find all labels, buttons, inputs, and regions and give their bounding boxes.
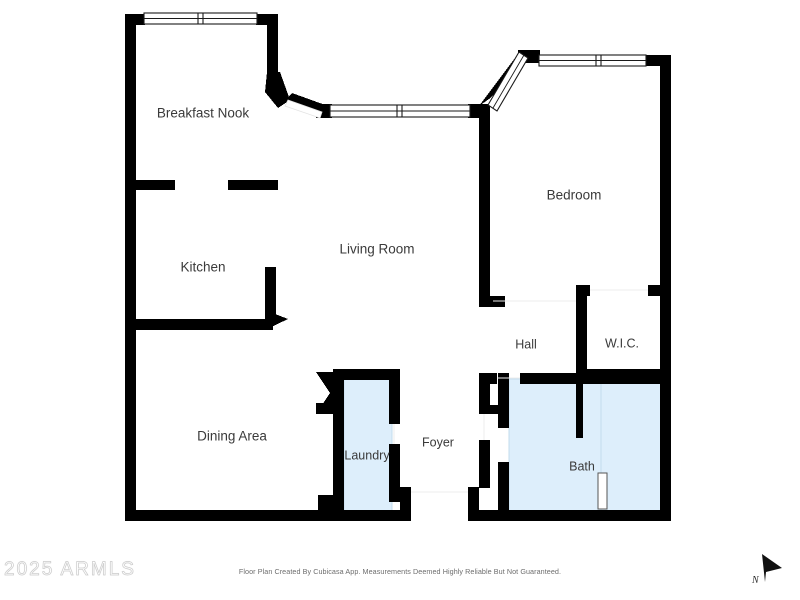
window-living-north — [329, 104, 471, 118]
wall-foyer-recess-east — [468, 487, 479, 521]
north-arrow-icon — [762, 554, 782, 582]
room-label-dining-area: Dining Area — [197, 429, 267, 444]
window-group — [143, 12, 647, 119]
wall-bedroom-north-right-stub — [645, 55, 671, 66]
wall-dining-laundry-sill — [316, 403, 344, 414]
window-nook-diagonal — [284, 99, 323, 119]
wall-foyer-closet-shelf — [479, 405, 509, 414]
wall-bath-closet-fin — [576, 380, 583, 438]
watermark-armls: 2025 ARMLS — [4, 559, 136, 581]
bath-fixture — [597, 472, 608, 510]
window-nook-north — [143, 12, 258, 25]
wall-hall-south-mid-stub — [520, 373, 536, 384]
wall-bath-west — [498, 373, 509, 428]
wall-kitchen-peninsula-tip — [265, 310, 288, 330]
window-bedroom-diagonal — [487, 51, 529, 112]
room-label-laundry: Laundry — [344, 448, 390, 462]
wall-kitchen-north-left-stub — [125, 180, 175, 190]
wall-exterior-west — [125, 14, 136, 521]
door-opening-group — [393, 289, 648, 493]
wall-laundry-north — [336, 369, 400, 380]
wall-group — [125, 14, 671, 521]
room-label-bedroom: Bedroom — [547, 188, 602, 203]
wall-foyer-closet-north — [479, 373, 490, 411]
wall-exterior-south-left — [125, 510, 400, 521]
wall-foyer-recess-west — [400, 487, 411, 521]
wall-laundry-east-upper — [389, 369, 400, 424]
wall-laundry-east-foot — [389, 491, 411, 502]
laundry-floor-fill — [343, 373, 393, 515]
wet-area-fills — [343, 373, 662, 515]
room-label-bath: Bath — [569, 459, 595, 473]
room-label-group: Breakfast Nook Kitchen Living Room Bedro… — [157, 106, 639, 474]
wall-nook-east — [267, 14, 278, 76]
wall-wic-west — [576, 285, 587, 380]
wall-foyer-closet-west — [479, 440, 490, 488]
wall-bath-north-right — [536, 373, 671, 384]
bath-floor-fill — [508, 378, 662, 515]
wall-laundry-east-lower — [389, 444, 400, 502]
wall-living-bedroom-divider — [479, 104, 490, 306]
room-label-breakfast-nook: Breakfast Nook — [157, 106, 250, 121]
wall-bath-west-lower — [498, 462, 509, 521]
footer-credit-text: Floor Plan Created By Cubicasa App. Meas… — [238, 567, 562, 576]
room-label-wic: W.I.C. — [605, 336, 639, 350]
north-arrow-label: N — [752, 575, 759, 586]
wall-kitchen-peninsula — [265, 267, 276, 325]
wall-nook-angle-joint — [265, 72, 290, 108]
room-label-kitchen: Kitchen — [180, 260, 225, 275]
window-bedroom-north — [538, 54, 647, 67]
wall-exterior-south-right — [468, 510, 671, 521]
wall-kitchen-north-right-stub — [228, 180, 278, 190]
room-label-foyer: Foyer — [422, 435, 454, 449]
wall-laundry-west — [333, 369, 344, 514]
wall-nook-north-left-stub — [125, 14, 145, 25]
wall-wic-north-right-stub — [648, 285, 671, 296]
room-label-living-room: Living Room — [339, 242, 414, 257]
wall-hall-north-left-stub — [479, 296, 493, 307]
room-label-hall: Hall — [515, 337, 537, 351]
wall-kitchen-south — [125, 319, 273, 330]
wall-dining-south-jog — [318, 495, 344, 514]
